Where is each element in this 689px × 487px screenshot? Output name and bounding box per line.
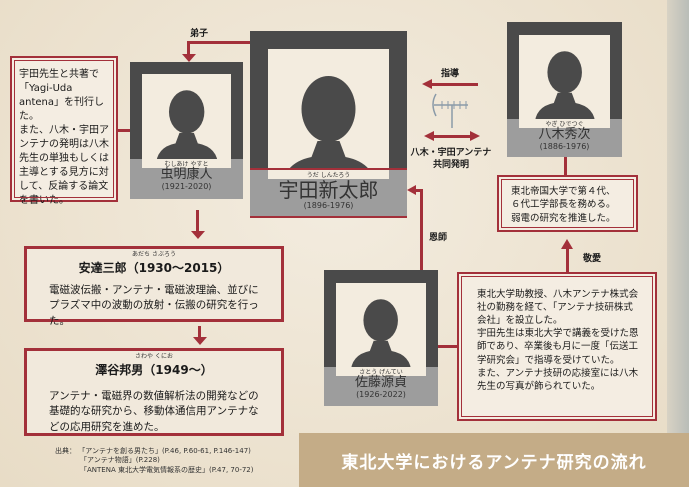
years-sato: (1926-2022) [356,390,406,400]
desc-adachi: 電磁波伝搬・アンテナ・電磁波理論、並びにプラズマ中の波動の放射・伝搬の研究を行っ… [49,284,259,327]
citation-line: 「アンテナ物語」(P.228) [80,456,160,465]
box-adachi: あだち さぶろう安達三郎（1930～2015） 電磁波伝搬・アンテナ・電磁波理論… [24,246,284,327]
page-edge [667,0,689,487]
connector-sato-note [438,345,457,348]
arrow-shido [432,83,478,86]
name-adachi: 安達三郎（1930～2015） [78,260,230,275]
arrow-right-icon [470,131,480,141]
connector-mushiake-adachi [196,210,199,232]
person-silhouette-icon [155,90,218,167]
desc-sawaya: アンテナ・電磁界の数値解析法の開発などの基礎的な研究から、移動体通信用アンテナな… [49,390,259,433]
portrait-sato: さとう げんてい 佐藤源貞 (1926-2022) [324,270,438,406]
label-onshi: 恩師 [429,233,448,243]
connector-adachi-sawaya [198,326,201,338]
citation-line: 「ANTENA 東北大学電気情報系の歴史」(P.47, 70-72) [80,465,254,474]
box-sawaya: さわや くにお澤谷邦男（1949～） アンテナ・電磁界の数値解析法の開発などの基… [24,348,284,436]
arrow-up-icon [561,239,573,249]
name-uda: 宇田新太郎 [278,178,379,202]
connector-onshi-h [415,189,423,192]
ruby-sawaya: さわや くにお [135,353,173,360]
person-silhouette-icon [534,51,595,126]
label-joint-invention: 八木・宇田アンテナ 共同発明 [410,148,492,170]
note-sato: 東北大学助教授、八木アンテナ株式会社の勤務を経て、「アンテナ技研株式会社」を設立… [457,272,657,421]
label-deshi: 弟子 [190,29,209,39]
person-silhouette-icon [350,299,412,374]
name-yagi: 八木秀次 [538,127,591,142]
portrait-yagi: やぎ ひでつぐ 八木秀次 (1886-1976) [507,22,622,157]
name-sawaya: 澤谷邦男（1949～） [95,362,213,377]
citation-line: 「アンテナを創る男たち」(P.46, P.60-61, P.146-147) [78,447,251,455]
years-yagi: (1886-1976) [539,142,590,152]
arrow-left-icon [422,79,432,89]
arrow-left-icon [424,131,434,141]
note-yagi: 東北帝国大学で第４代、６代工学部長を務める。弱電の研究を推進した。 [497,175,638,232]
arrow-down-icon [193,337,207,345]
years-uda: (1896-1976) [303,201,354,210]
double-arrow-joint [433,135,471,138]
arrow-down-icon [191,231,205,239]
connector-mushiake-note [118,129,130,132]
years-mushiake: (1921-2020) [161,182,212,192]
portrait-uda: うだ しんたろう 宇田新太郎 (1896-1976) [250,31,407,218]
label-keiai: 敬愛 [583,254,602,264]
connector-onshi [420,190,423,270]
page-title: 東北大学におけるアンテナ研究の流れ [299,433,689,487]
antenna-icon [432,93,468,128]
citation-label: 出典： [55,447,76,455]
name-mushiake: 虫明康人 [160,167,213,182]
ruby-uda: うだ しんたろう [268,170,389,179]
name-sato: 佐藤源貞 [354,375,407,390]
connector-yagi-note [564,157,567,175]
arrow-left-icon [407,185,416,195]
ruby-adachi: あだち さぶろう [132,251,176,258]
ruby-mushiake: むしあけ やすと [142,159,231,168]
connector-deshi-down [187,41,190,55]
connector-deshi [188,41,250,44]
ruby-sato: さとう げんてい [336,367,426,376]
arrow-down-icon [182,54,196,62]
portrait-mushiake: むしあけ やすと 虫明康人 (1921-2020) [130,62,243,199]
connector-keiai [566,248,569,272]
ruby-yagi: やぎ ひでつぐ [519,119,610,128]
note-mushiake: 宇田先生と共著で「Yagi-Uda antena」を刊行した。 また、八木・宇田… [10,56,118,206]
citation: 出典： 「アンテナを創る男たち」(P.46, P.60-61, P.146-14… [55,447,254,475]
label-shido: 指導 [441,69,460,79]
